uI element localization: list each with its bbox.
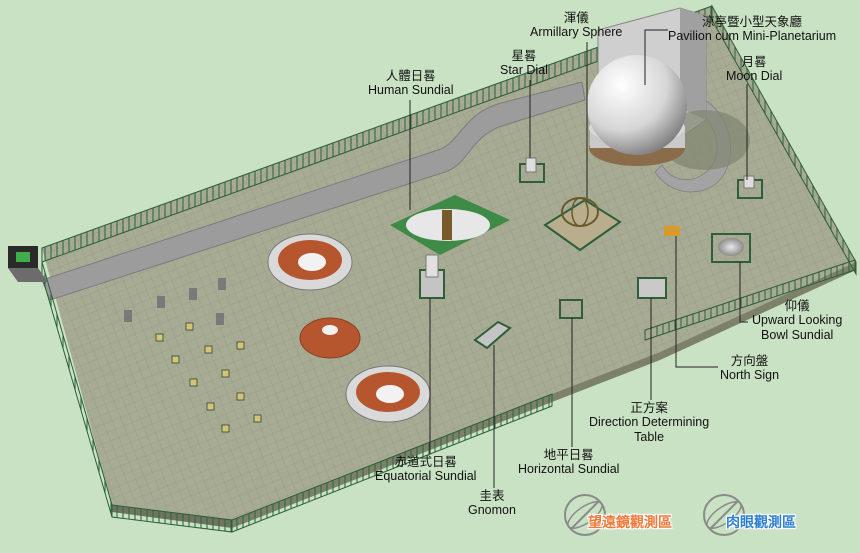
right-fence [711, 4, 857, 276]
label-zh: 圭表 [479, 488, 505, 503]
label-en: Pavilion cum Mini-Planetarium [668, 29, 837, 43]
bowl-sundial-3 [345, 365, 431, 423]
north-sign [664, 226, 680, 236]
label-direction-table: 正方案 Direction Determining Table [589, 400, 709, 445]
front-fence-2 [644, 259, 856, 341]
label-zh: 赤道式日晷 [394, 454, 457, 469]
label-star-dial: 星晷 Star Dial [500, 48, 548, 78]
walkway [41, 81, 586, 301]
label-en: Bowl Sundial [761, 328, 834, 342]
label-zh: 人體日晷 [385, 68, 436, 83]
label-en: Gnomon [468, 503, 516, 517]
horizontal-sundial [559, 299, 583, 319]
label-moon-dial: 月晷 Moon Dial [726, 54, 782, 84]
naked-eye-zone-link[interactable]: 肉眼觀測區 [726, 512, 796, 532]
telescope-zone-label: 望遠鏡觀測區 [588, 515, 672, 531]
label-zh: 仰儀 [784, 298, 810, 313]
label-en: Moon Dial [726, 69, 783, 83]
label-zh: 渾儀 [563, 10, 589, 25]
planetarium-dome [587, 55, 687, 155]
label-zh: 月晷 [741, 54, 767, 69]
telescope-zone-emblem [564, 494, 606, 536]
observation-markers [155, 322, 262, 433]
label-en: Equatorial Sundial [375, 469, 477, 483]
left-side-fence [41, 261, 113, 518]
leader-lines [409, 29, 748, 488]
label-pavilion: 涼亭暨小型天象廳 Pavilion cum Mini-Planetarium [668, 14, 836, 44]
label-zh: 方向盤 [730, 353, 769, 368]
telescope-posts [124, 278, 226, 325]
label-horizontal-sundial: 地平日晷 Horizontal Sundial [518, 447, 619, 477]
label-zh: 地平日晷 [543, 447, 594, 462]
label-north-sign: 方向盤 North Sign [720, 353, 779, 383]
bowl-sundial-2 [299, 317, 361, 359]
naked-eye-zone-label: 肉眼觀測區 [726, 515, 796, 531]
upward-bowl-sundial [711, 233, 751, 263]
bowl-sundial-1 [267, 233, 353, 291]
label-upward-bowl-sundial: 仰儀 Upward Looking Bowl Sundial [752, 298, 842, 343]
telescope-zone-link[interactable]: 望遠鏡觀測區 [588, 512, 672, 532]
label-en: Armillary Sphere [530, 25, 623, 39]
label-equatorial-sundial: 赤道式日晷 Equatorial Sundial [375, 454, 476, 484]
label-human-sundial: 人體日晷 Human Sundial [368, 68, 453, 98]
label-en: Star Dial [500, 63, 548, 77]
label-en: Upward Looking [752, 313, 843, 327]
label-en: North Sign [720, 368, 780, 382]
label-gnomon: 圭表 Gnomon [468, 488, 516, 518]
naked-eye-zone-emblem [703, 494, 745, 536]
label-zh: 正方案 [630, 400, 668, 415]
label-zh: 涼亭暨小型天象廳 [702, 14, 803, 29]
label-armillary-sphere: 渾儀 Armillary Sphere [530, 10, 622, 40]
label-en: Direction Determining [589, 415, 710, 429]
label-en: Horizontal Sundial [518, 462, 620, 476]
direction-table [637, 277, 667, 299]
label-zh: 星晷 [511, 48, 537, 63]
label-en: Human Sundial [368, 83, 454, 97]
gnomon [473, 320, 512, 350]
label-en: Table [634, 430, 665, 444]
